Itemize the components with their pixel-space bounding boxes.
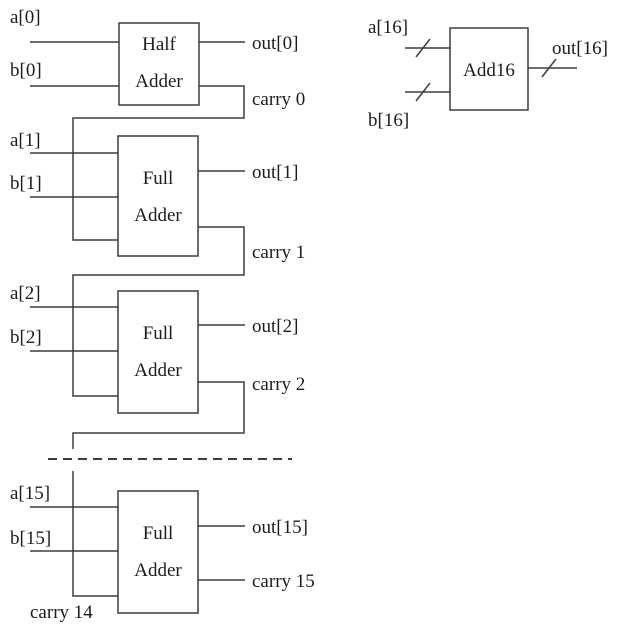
full-adder-15-label-line1: Full [143,523,174,544]
full-adder-stage-1: a[1] b[1] Full Adder out[1] carry 1 [10,130,305,397]
full-adder-15-label-line2: Adder [134,560,182,581]
input-b2-label: b[2] [10,327,42,348]
out16-label: out[16] [552,38,608,59]
add16-box [449,27,529,111]
input-a15-label: a[15] [10,483,50,504]
full-adder-stage-15: carry 14 a[15] b[15] Full Adder out[15] … [10,471,315,623]
out16-bus-slash [541,58,557,78]
input-b0-label: b[0] [10,60,42,81]
input-b1-label: b[1] [10,173,42,194]
input-a16-label: a[16] [368,17,408,38]
half-adder-label-line1: Half [142,34,176,55]
input-a0-label: a[0] [10,7,41,28]
full-adder-1-box [117,135,199,257]
out2-label: out[2] [252,316,298,337]
out15-label: out[15] [252,517,308,538]
full-adder-15-box [117,490,199,614]
full-adder-2-label-line1: Full [143,323,174,344]
out1-label: out[1] [252,162,298,183]
carry1-wire [72,226,245,397]
carry0-label: carry 0 [252,89,305,110]
out0-label: out[0] [252,33,298,54]
add16-label: Add16 [463,60,515,81]
half-adder-box [118,22,200,106]
carry1-label: carry 1 [252,242,305,263]
add16-block: a[16] b[16] Add16 out[16] [368,17,608,131]
input-b16-label: b[16] [368,110,409,131]
full-adder-stage-2: a[2] b[2] Full Adder out[2] carry 2 [10,283,305,449]
carry15-label: carry 15 [252,571,315,592]
carry14-wire [72,471,118,597]
full-adder-2-label-line2: Adder [134,360,182,381]
carry14-label: carry 14 [30,602,93,623]
input-b15-label: b[15] [10,528,51,549]
carry2-label: carry 2 [252,374,305,395]
carry2-wire [72,381,245,449]
half-adder-label-line2: Adder [135,71,183,92]
half-adder-stage: a[0] b[0] Half Adder out[0] carry 0 [10,7,305,241]
full-adder-1-label-line1: Full [143,168,174,189]
full-adder-1-label-line2: Adder [134,205,182,226]
input-a16-bus-slash [415,38,431,58]
input-b16-bus-slash [415,82,431,102]
input-a2-label: a[2] [10,283,41,304]
input-a1-label: a[1] [10,130,41,151]
full-adder-2-box [117,290,199,414]
carry0-wire [72,85,245,241]
